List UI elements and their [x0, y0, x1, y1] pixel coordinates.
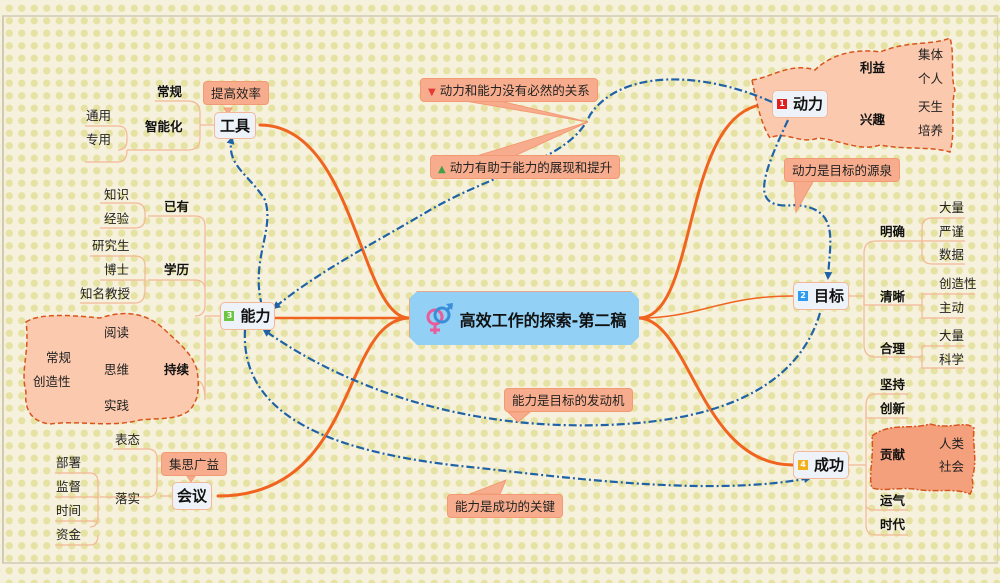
topic-meeting[interactable]: 会议	[172, 482, 212, 510]
meeting-impl-time[interactable]: 时间	[56, 503, 82, 518]
tools-callout[interactable]: 提高效率	[203, 81, 270, 105]
ability-edu-phd[interactable]: 博士	[104, 262, 130, 277]
motivation-cloud	[751, 36, 956, 153]
motivation-benefit-personal[interactable]: 个人	[918, 71, 944, 86]
goal-clear-data[interactable]: 数据	[939, 247, 965, 262]
topic-ability[interactable]: 3 能力	[220, 302, 275, 330]
tools-smart-special[interactable]: 专用	[86, 132, 112, 147]
motivation-interest[interactable]: 兴趣	[860, 112, 886, 127]
relation-1-label: 动力和能力没有必然的关系	[439, 83, 590, 98]
contribute-cloud	[869, 423, 976, 495]
goal-lucid-creative[interactable]: 创造性	[939, 276, 977, 291]
ability-existing-experience[interactable]: 经验	[104, 211, 130, 226]
success-contribute-society[interactable]: 社会	[939, 459, 965, 474]
ability-existing[interactable]: 已有	[164, 199, 190, 214]
meeting-impl-deploy[interactable]: 部署	[56, 455, 82, 470]
success-contribute-humanity[interactable]: 人类	[939, 436, 965, 451]
ability-edu-graduate[interactable]: 研究生	[92, 238, 130, 253]
priority-2-icon: 2	[797, 291, 808, 301]
goal-reasonable[interactable]: 合理	[880, 341, 906, 356]
priority-4-icon: 4	[797, 460, 808, 470]
motivation-benefit[interactable]: 利益	[860, 60, 886, 75]
relation-callout-4[interactable]: 能力是目标的发动机	[504, 388, 633, 412]
relation-callout-1[interactable]: ▼ 动力和能力没有必然的关系	[420, 78, 598, 102]
topic-success-label: 成功	[813, 456, 844, 474]
success-luck[interactable]: 运气	[880, 493, 906, 508]
topic-motivation-label: 动力	[792, 95, 823, 113]
meeting-impl-supervise[interactable]: 监督	[56, 479, 82, 494]
topic-ability-label: 能力	[240, 307, 271, 325]
tools-child-regular[interactable]: 常规	[157, 84, 183, 99]
relation-callout-5[interactable]: 能力是成功的关键	[447, 494, 564, 518]
goal-reasonable-science[interactable]: 科学	[939, 352, 965, 367]
continuous-cloud	[23, 312, 200, 425]
tools-child-smart[interactable]: 智能化	[145, 119, 183, 134]
topic-tools[interactable]: 工具	[214, 112, 256, 139]
central-topic[interactable]: 高效工作的探索-第二稿	[409, 291, 639, 345]
goal-lucid[interactable]: 清晰	[880, 289, 906, 304]
ability-existing-knowledge[interactable]: 知识	[104, 187, 130, 202]
priority-3-icon: 3	[224, 311, 235, 321]
tools-smart-general[interactable]: 通用	[86, 108, 112, 123]
meeting-child-statement[interactable]: 表态	[115, 432, 141, 447]
ability-education[interactable]: 学历	[164, 262, 190, 277]
success-innovate[interactable]: 创新	[880, 401, 906, 416]
topic-goal-label: 目标	[813, 287, 844, 305]
goal-clear-rigorous[interactable]: 严谨	[939, 224, 965, 239]
success-era[interactable]: 时代	[880, 517, 906, 532]
canvas-frame	[2, 15, 998, 564]
ability-cont-thinking[interactable]: 思维	[104, 362, 130, 377]
motivation-benefit-collective[interactable]: 集体	[918, 47, 944, 62]
topic-tools-label: 工具	[219, 116, 250, 135]
motivation-interest-cultivate[interactable]: 培养	[918, 123, 944, 138]
ability-cont-reading[interactable]: 阅读	[104, 325, 130, 340]
priority-1-icon: 1	[776, 99, 787, 109]
ability-cont-practice[interactable]: 实践	[104, 398, 130, 413]
ability-continuous[interactable]: 持续	[164, 362, 190, 377]
goal-clear-large[interactable]: 大量	[939, 200, 965, 215]
topic-goal[interactable]: 2 目标	[793, 282, 849, 310]
topic-success[interactable]: 4 成功	[793, 451, 849, 479]
thumbs-down-icon: ▼	[428, 87, 436, 98]
central-title: 高效工作的探索-第二稿	[459, 311, 627, 330]
meeting-callout[interactable]: 集思广益	[161, 452, 228, 476]
ability-thinking-regular[interactable]: 常规	[46, 350, 72, 365]
topic-motivation[interactable]: 1 动力	[772, 90, 828, 118]
relation-callout-3[interactable]: 动力是目标的源泉	[784, 158, 901, 182]
success-persist[interactable]: 坚持	[880, 377, 906, 392]
goal-clear[interactable]: 明确	[880, 224, 906, 239]
gender-symbol-icon	[426, 303, 453, 334]
success-contribute[interactable]: 贡献	[880, 447, 906, 462]
relation-2-label: 动力有助于能力的展现和提升	[449, 160, 613, 175]
topic-meeting-label: 会议	[176, 487, 207, 505]
motivation-interest-innate[interactable]: 天生	[918, 99, 944, 114]
meeting-child-implement[interactable]: 落实	[115, 491, 141, 506]
ability-thinking-creative[interactable]: 创造性	[33, 374, 71, 389]
goal-reasonable-large[interactable]: 大量	[939, 328, 965, 343]
relation-callout-2[interactable]: ▲ 动力有助于能力的展现和提升	[430, 155, 621, 179]
meeting-impl-funds[interactable]: 资金	[56, 527, 82, 542]
ability-edu-professor[interactable]: 知名教授	[80, 286, 131, 301]
goal-lucid-proactive[interactable]: 主动	[939, 300, 965, 315]
thumbs-up-icon: ▲	[438, 164, 446, 175]
